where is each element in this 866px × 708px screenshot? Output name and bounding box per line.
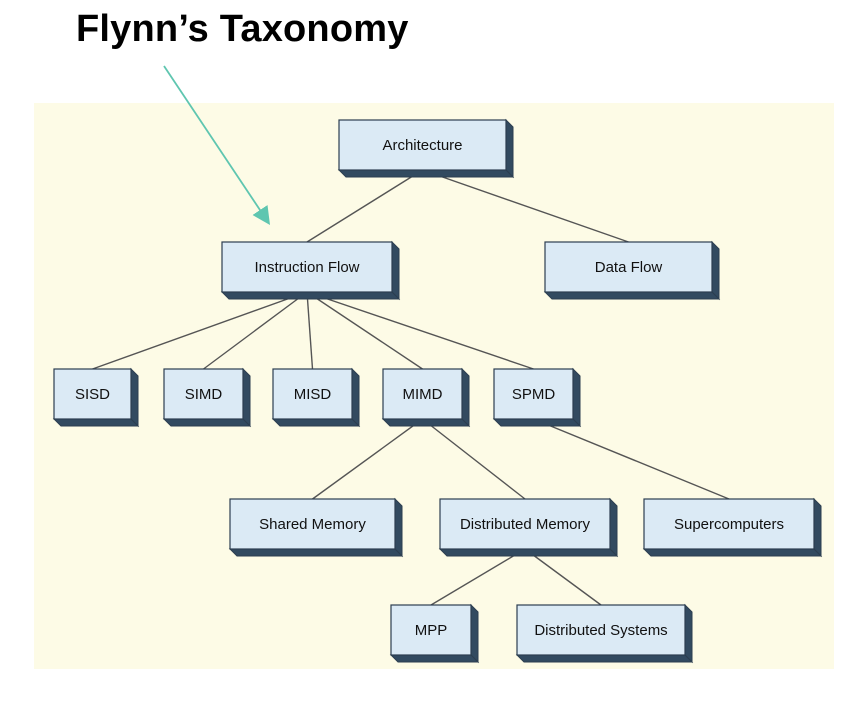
node-front-face xyxy=(382,368,463,420)
node-label: Data Flow xyxy=(595,259,663,276)
node-front-face xyxy=(338,119,507,171)
node-spmd: SPMD xyxy=(492,367,582,428)
edge-instruction-flow-to-misd xyxy=(306,291,314,370)
node-side-face xyxy=(711,240,720,301)
node-side-face xyxy=(351,367,360,428)
node-label: MIMD xyxy=(403,386,443,403)
node-side-face xyxy=(684,603,693,664)
edge-distributed-memory-to-distributed-systems xyxy=(524,548,602,606)
node-bottom-face xyxy=(438,548,619,557)
node-front-face xyxy=(272,368,353,420)
node-bottom-face xyxy=(642,548,823,557)
connector-lines xyxy=(92,169,730,606)
edge-instruction-flow-to-spmd xyxy=(306,291,534,370)
node-front-face xyxy=(544,241,713,293)
node-side-face xyxy=(505,118,514,179)
arrow-line xyxy=(163,65,270,225)
edge-mimd-to-shared-memory xyxy=(312,418,423,500)
node-data-flow: Data Flow xyxy=(543,240,721,301)
node-mpp: MPP xyxy=(389,603,480,664)
node-supercomputers: Supercomputers xyxy=(642,497,823,558)
edge-distributed-memory-to-mpp xyxy=(430,548,526,606)
edge-architecture-to-data-flow xyxy=(422,169,629,243)
node-front-face xyxy=(53,368,132,420)
node-front-face xyxy=(390,604,472,656)
node-label: MISD xyxy=(294,386,332,403)
node-bottom-face xyxy=(52,418,140,427)
node-label: Instruction Flow xyxy=(254,259,359,276)
node-side-face xyxy=(242,367,251,428)
node-simd: SIMD xyxy=(162,367,252,428)
node-label: MPP xyxy=(415,622,448,639)
node-mimd: MIMD xyxy=(381,367,471,428)
node-front-face xyxy=(643,498,815,550)
node-front-face xyxy=(229,498,396,550)
node-bottom-face xyxy=(381,418,471,427)
node-side-face xyxy=(813,497,822,558)
edge-mimd-to-distributed-memory xyxy=(422,418,526,500)
node-front-face xyxy=(516,604,686,656)
node-side-face xyxy=(609,497,618,558)
node-label: SIMD xyxy=(185,386,223,403)
node-side-face xyxy=(130,367,139,428)
node-architecture: Architecture xyxy=(337,118,515,179)
node-label: Distributed Systems xyxy=(534,622,667,639)
node-instruction-flow: Instruction Flow xyxy=(220,240,401,301)
edge-spmd-to-supercomputers xyxy=(533,418,730,500)
node-label: Supercomputers xyxy=(674,516,784,533)
node-front-face xyxy=(493,368,574,420)
node-label: SPMD xyxy=(512,386,556,403)
node-side-face xyxy=(461,367,470,428)
node-shared-memory: Shared Memory xyxy=(228,497,404,558)
node-label: Shared Memory xyxy=(259,516,366,533)
node-bottom-face xyxy=(389,654,480,663)
node-front-face xyxy=(439,498,611,550)
node-label: Distributed Memory xyxy=(460,516,591,533)
node-front-face xyxy=(221,241,393,293)
node-bottom-face xyxy=(515,654,694,663)
node-bottom-face xyxy=(337,169,515,178)
node-side-face xyxy=(391,240,400,301)
node-distributed-systems: Distributed Systems xyxy=(515,603,694,664)
node-side-face xyxy=(572,367,581,428)
edge-architecture-to-instruction-flow xyxy=(306,169,423,243)
node-distributed-memory: Distributed Memory xyxy=(438,497,619,558)
edge-instruction-flow-to-simd xyxy=(203,291,308,370)
node-bottom-face xyxy=(492,418,582,427)
node-side-face xyxy=(394,497,403,558)
edge-instruction-flow-to-sisd xyxy=(92,291,308,370)
title-arrow xyxy=(163,65,270,225)
node-front-face xyxy=(163,368,244,420)
node-bottom-face xyxy=(220,291,401,300)
node-side-face xyxy=(470,603,479,664)
node-bottom-face xyxy=(228,548,404,557)
node-label: SISD xyxy=(75,386,110,403)
edge-instruction-flow-to-mimd xyxy=(306,291,423,370)
node-sisd: SISD xyxy=(52,367,140,428)
node-misd: MISD xyxy=(271,367,361,428)
page-title: Flynn’s Taxonomy xyxy=(76,8,409,50)
node-bottom-face xyxy=(543,291,721,300)
node-bottom-face xyxy=(162,418,252,427)
node-bottom-face xyxy=(271,418,361,427)
node-label: Architecture xyxy=(382,137,462,154)
